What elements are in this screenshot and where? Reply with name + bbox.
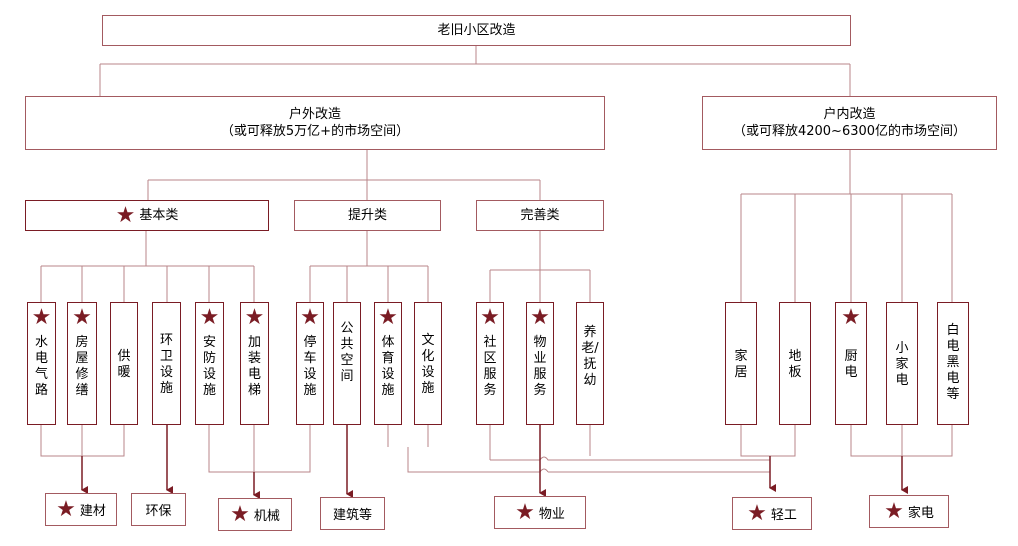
industry-environmental: 环保 [131, 493, 186, 526]
star-icon: ★ [72, 305, 92, 330]
item-small-appliance: 小家电 [886, 302, 918, 425]
star-icon: ★ [199, 305, 220, 330]
industry-home-appliance: ★ 家电 [869, 495, 949, 528]
star-icon: ★ [378, 305, 398, 330]
star-icon: ★ [884, 498, 904, 524]
indoor-node: 户内改造 （或可释放4200~6300亿的市场空间） [702, 96, 997, 150]
item-label: 社区服务 [483, 335, 497, 398]
group-perfect: 完善类 [476, 200, 604, 231]
star-icon: ★ [480, 305, 500, 330]
industry-machinery: ★ 机械 [218, 498, 292, 531]
item-label: 加装电梯 [247, 335, 261, 398]
item-sanitation: 环卫设施 [152, 302, 181, 425]
star-icon: ★ [530, 305, 550, 330]
industry-label: 机械 [253, 509, 280, 524]
star-icon: ★ [515, 499, 535, 525]
industry-label: 家电 [907, 506, 934, 521]
item-label: 体育设施 [381, 335, 395, 398]
group-perfect-label: 完善类 [520, 208, 560, 223]
item-parking: ★ 停车设施 [296, 302, 324, 425]
item-label: 地板 [788, 349, 802, 380]
item-white-black-appliance: 白电黑电等 [937, 302, 969, 425]
industry-light-industry: ★ 轻工 [732, 497, 812, 530]
item-label: 公共空间 [340, 321, 354, 384]
star-icon: ★ [300, 305, 320, 330]
item-community-service: ★ 社区服务 [476, 302, 504, 425]
item-label: 供暖 [117, 349, 131, 380]
item-label: 养老/抚幼 [581, 325, 599, 388]
item-elevator: ★ 加装电梯 [240, 302, 269, 425]
star-icon: ★ [841, 305, 861, 330]
outdoor-title: 户外改造 [288, 107, 341, 122]
item-property-service: ★ 物业服务 [526, 302, 554, 425]
item-label: 文化设施 [421, 333, 435, 396]
item-kitchen-appliance: ★ 厨电 [835, 302, 867, 425]
outdoor-node: 户外改造 （或可释放5万亿+的市场空间） [25, 96, 605, 150]
item-elderly-childcare: 养老/抚幼 [576, 302, 604, 425]
star-icon: ★ [56, 496, 76, 522]
item-label: 停车设施 [303, 335, 317, 398]
industry-label: 物业 [538, 507, 565, 522]
item-label: 厨电 [844, 349, 858, 380]
item-furniture: 家居 [725, 302, 757, 425]
group-basic: ★ 基本类 [25, 200, 269, 231]
industry-label: 环保 [145, 504, 172, 519]
item-label: 家居 [734, 349, 748, 380]
item-sports: ★ 体育设施 [374, 302, 402, 425]
industry-label: 建材 [79, 504, 106, 519]
item-label: 小家电 [895, 341, 909, 388]
item-house-repair: ★ 房屋修缮 [67, 302, 97, 425]
industry-building-materials: ★ 建材 [45, 493, 117, 526]
star-icon: ★ [230, 501, 250, 527]
item-label: 安防设施 [202, 335, 216, 398]
industry-construction: 建筑等 [320, 497, 385, 530]
item-culture: 文化设施 [414, 302, 442, 425]
industry-property: ★ 物业 [494, 496, 586, 529]
group-basic-label: 基本类 [139, 208, 179, 223]
indoor-subtitle: （或可释放4200~6300亿的市场空间） [732, 124, 967, 139]
root-node: 老旧小区改造 [102, 15, 851, 46]
item-water-power-gas-road: ★ 水电气路 [27, 302, 56, 425]
star-icon: ★ [747, 500, 767, 526]
outdoor-subtitle: （或可释放5万亿+的市场空间） [220, 124, 410, 139]
item-label: 房屋修缮 [75, 335, 89, 398]
root-label: 老旧小区改造 [437, 23, 516, 38]
item-label: 物业服务 [533, 335, 547, 398]
item-flooring: 地板 [779, 302, 811, 425]
industry-label: 建筑等 [332, 508, 372, 523]
group-improve: 提升类 [294, 200, 441, 231]
indoor-title: 户内改造 [823, 107, 876, 122]
industry-label: 轻工 [770, 508, 797, 523]
star-icon: ★ [31, 305, 52, 330]
item-label: 白电黑电等 [946, 323, 960, 402]
star-icon: ★ [244, 305, 265, 330]
group-improve-label: 提升类 [347, 208, 387, 223]
item-heating: 供暖 [110, 302, 138, 425]
item-label: 水电气路 [34, 335, 48, 398]
star-icon: ★ [115, 202, 136, 228]
item-public-space: 公共空间 [333, 302, 361, 425]
item-security: ★ 安防设施 [195, 302, 224, 425]
item-label: 环卫设施 [159, 333, 173, 396]
